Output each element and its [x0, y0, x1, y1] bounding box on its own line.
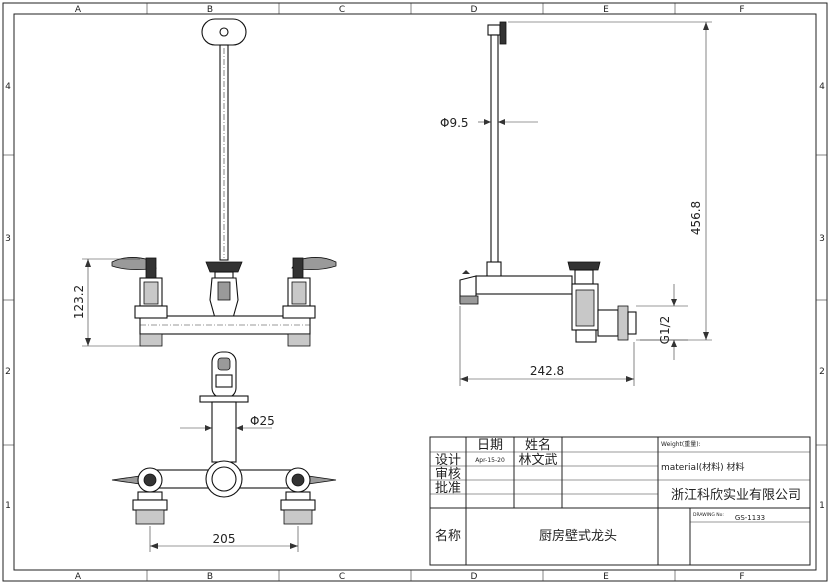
- header-name: 姓名: [525, 437, 551, 453]
- bracket-hole: [219, 27, 229, 37]
- zone-col-label: A: [75, 5, 82, 15]
- center-handle: [205, 261, 243, 273]
- designer-name: 林文武: [518, 453, 557, 468]
- zone-row-label: 3: [5, 234, 11, 244]
- zone-col-label: C: [339, 5, 345, 15]
- zone-col-label: D: [471, 572, 478, 582]
- zone-col-label: B: [207, 572, 213, 582]
- header-date: 日期: [477, 438, 503, 453]
- zone-col-label: F: [739, 572, 744, 582]
- zone-row-label: 3: [819, 234, 825, 244]
- side-wall-connector: [617, 305, 629, 341]
- row-approve: 批准: [435, 481, 461, 496]
- part-name: 厨房壁式龙头: [539, 528, 617, 544]
- zone-col-label: D: [471, 5, 478, 15]
- side-handle: [567, 261, 601, 271]
- zone-col-label: A: [75, 572, 82, 582]
- dim-thread: G1/2: [658, 316, 672, 345]
- row-review: 审核: [435, 467, 461, 482]
- zone-row-label: 4: [819, 82, 825, 92]
- drawing-no-label: DRAWING No:: [693, 512, 724, 518]
- design-date: Apr-15-20: [475, 457, 505, 464]
- drawing-number: GS-1133: [735, 514, 765, 522]
- dim-width-side: 242.8: [530, 364, 564, 378]
- spout-neck: [211, 401, 237, 463]
- zone-markers: A B C D E F A B C D E F 4 3 2 1 4 3 2 1: [3, 3, 827, 582]
- bottom-view: Φ25 205: [111, 351, 337, 552]
- side-view: Φ9.5 456.8 G1/2: [440, 21, 712, 386]
- dim-rod-diameter: Φ9.5: [440, 116, 469, 130]
- zone-row-label: 2: [819, 367, 825, 377]
- dim-width-bottom: 205: [213, 532, 236, 546]
- zone-row-label: 1: [819, 501, 825, 511]
- side-support-rod: [490, 34, 499, 264]
- dim-height-front: 123.2: [72, 285, 86, 319]
- title-block: 日期 姓名 设计 审核 批准 Apr-15-20 林文武 Weight(重量):…: [429, 436, 811, 566]
- zone-row-label: 4: [5, 82, 11, 92]
- zone-row-label: 1: [5, 501, 11, 511]
- zone-col-label: F: [739, 5, 744, 15]
- zone-col-label: B: [207, 5, 213, 15]
- side-spout-arm: [475, 275, 573, 295]
- bottom-left-lever: [111, 475, 141, 485]
- company-name: 浙江科欣实业有限公司: [671, 488, 801, 503]
- zone-row-label: 2: [5, 367, 11, 377]
- side-wall-bracket: [499, 21, 507, 45]
- dim-height-side: 456.8: [689, 201, 703, 235]
- bottom-right-lever: [307, 475, 337, 485]
- weight-label: Weight(重量):: [661, 440, 701, 448]
- material-label: material(材料) 材料: [661, 461, 744, 473]
- zone-col-label: C: [339, 572, 345, 582]
- zone-col-label: E: [603, 5, 609, 15]
- zone-col-label: E: [603, 572, 609, 582]
- row-design: 设计: [435, 453, 461, 468]
- dim-diameter-bottom: Φ25: [250, 414, 275, 428]
- name-label: 名称: [435, 528, 461, 544]
- front-view: 123.2: [72, 18, 337, 347]
